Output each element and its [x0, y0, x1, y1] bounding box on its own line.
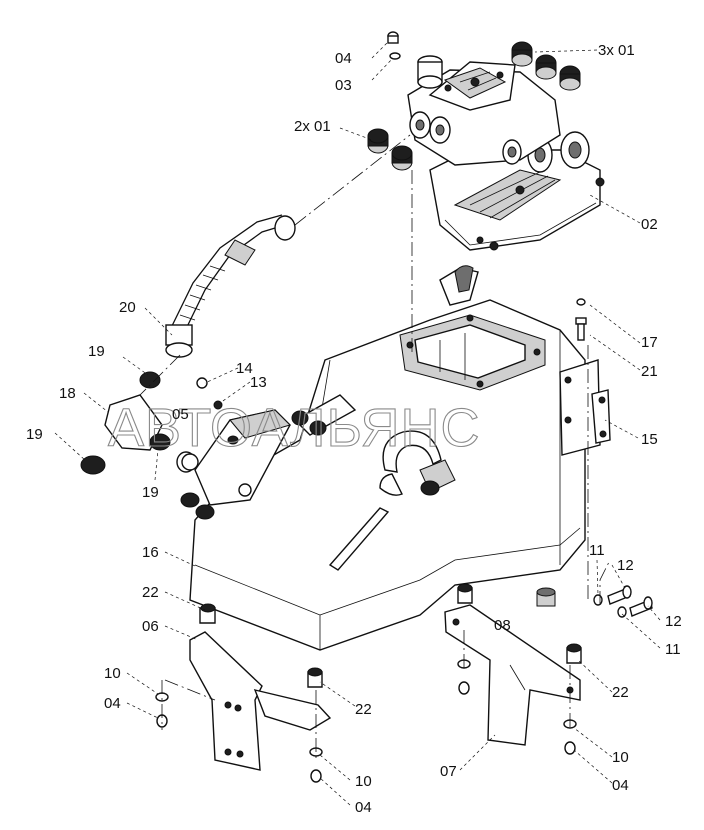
bolt-17-21	[575, 298, 587, 341]
cap-set-left	[367, 128, 413, 171]
callout-18: 18	[59, 385, 76, 402]
callout-04-c: 04	[612, 777, 629, 794]
callout-19-b: 19	[26, 426, 43, 443]
callout-19-a: 19	[88, 343, 105, 360]
cap-set-top	[511, 41, 581, 91]
pump-assembly	[407, 55, 605, 251]
callout-3x01: 3x 01	[598, 42, 635, 59]
callout-10-a: 10	[104, 665, 121, 682]
callout-13: 13	[250, 374, 267, 391]
manifold-block	[176, 409, 291, 520]
callout-17: 17	[641, 334, 658, 351]
watermark-text: АВТОАЛЬЯНС	[108, 398, 480, 458]
callout-11-a: 11	[589, 542, 605, 559]
callout-15: 15	[641, 431, 658, 448]
callout-20: 20	[119, 299, 136, 316]
callout-labels: 04 03 3x 01 2x 01 02 20 17 21 19 14 13 1…	[26, 42, 682, 816]
hose-20	[165, 214, 296, 358]
callout-16: 16	[142, 544, 159, 561]
bolt-top	[387, 31, 401, 60]
callout-12-a: 12	[617, 557, 634, 574]
callout-03: 03	[335, 77, 352, 94]
callout-07: 07	[440, 763, 457, 780]
callout-04-b: 04	[355, 799, 372, 816]
callout-12-b: 12	[665, 613, 682, 630]
callout-19-c: 19	[142, 484, 159, 501]
fasteners-lower	[155, 585, 653, 783]
callout-22-c: 22	[612, 684, 629, 701]
callout-22-b: 22	[355, 701, 372, 718]
callout-10-c: 10	[612, 749, 629, 766]
callout-08: 08	[494, 617, 511, 634]
callout-21: 21	[641, 363, 658, 380]
callout-02: 02	[641, 216, 658, 233]
callout-11-b: 11	[665, 641, 681, 658]
callout-22-a: 22	[142, 584, 159, 601]
callout-05: 05	[172, 406, 189, 423]
callout-10-b: 10	[355, 773, 372, 790]
leader-lines	[54, 41, 661, 806]
callout-04-a: 04	[104, 695, 121, 712]
callout-04-top: 04	[335, 50, 352, 67]
callout-06: 06	[142, 618, 159, 635]
callout-2x01: 2x 01	[294, 118, 331, 135]
tank-body	[189, 265, 586, 651]
t-fitting-18	[80, 371, 223, 475]
bracket-06	[189, 603, 332, 771]
bracket-15	[559, 359, 611, 456]
callout-14: 14	[236, 360, 253, 377]
